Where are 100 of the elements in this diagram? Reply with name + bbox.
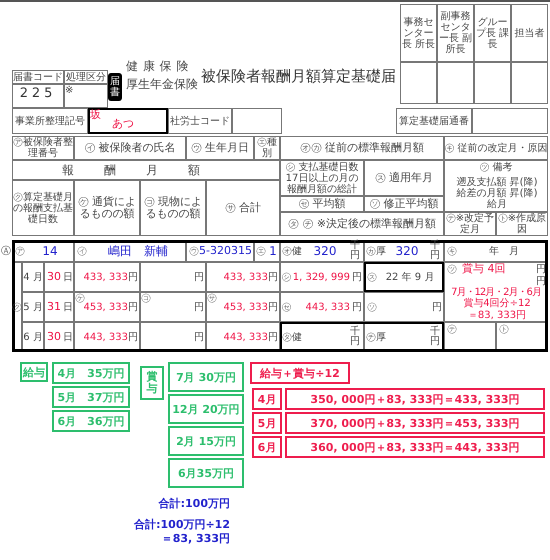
annotation-box: 6月35万円 (168, 458, 244, 488)
form-label: ㋝ 平均額 (298, 198, 346, 210)
unit-label: 千円 (430, 241, 440, 261)
form-label: ㋑ 被保険者の氏名 (84, 142, 176, 154)
form-label: 年 月 (489, 246, 519, 256)
annotation-box: 12月 20万円 (168, 394, 244, 424)
item-marker: ㋑ (77, 246, 87, 256)
annotation-box: 6月 (252, 436, 282, 458)
annotation-box: 賞与 (140, 366, 164, 400)
form-label: ㋙ 現物によるものの額 (142, 196, 204, 220)
form-label: 円 (194, 272, 204, 282)
form-label: 日 (63, 272, 73, 282)
form-label: ㋚ 合計 (224, 202, 262, 214)
form-label: 遡及支払額 昇(降)給差の月額 昇(降)給月 (456, 176, 538, 210)
form-label: 円 (352, 302, 362, 312)
form-label: 4 月 (23, 272, 43, 282)
entry-value: 443, 333 (83, 332, 128, 342)
form-label: ㋓種別 (256, 137, 278, 159)
item-marker: ㋛ (282, 272, 292, 282)
entry-value: 5-320315 (199, 244, 252, 258)
item-marker: ㋣ (499, 324, 509, 334)
form-label: グループ長 課長 (474, 16, 510, 50)
form-label: 円 (268, 272, 278, 282)
entry-value: 453, 333 (223, 302, 268, 312)
form-label: ㋛ 支払基礎日数17日以上の月の報酬月額の総計 (284, 162, 360, 194)
form-label: ㋔㋕ 従前の標準報酬月額 (300, 142, 424, 154)
annotation-box: 給与＋賞与÷12 (250, 362, 350, 384)
form-label: 円 (432, 302, 442, 312)
form-label: 日 (63, 332, 73, 342)
entry-value: 嶋田 新輔 (108, 244, 168, 258)
form-label: 円 (194, 332, 204, 342)
entry-value: 433, 333 (83, 272, 128, 282)
entry-value: 443, 333 (305, 302, 350, 312)
form-label: 円 (536, 264, 546, 274)
form-label: 円 (268, 302, 278, 312)
item-marker: ㋞ (367, 302, 377, 312)
annotation-box: 5月 37万円 (52, 386, 130, 408)
entry-value: 443, 333 (223, 332, 268, 342)
entry-value: 1, 329, 999 (292, 272, 350, 282)
form-label: 算定基礎届通番 (399, 116, 469, 126)
annotation-box: 6月 36万円 (52, 410, 130, 432)
entry-value: 30 (47, 331, 61, 343)
item-marker: Ⓐ (1, 246, 11, 256)
item-marker: ㋜ (367, 272, 377, 282)
form-label: 円 (268, 332, 278, 342)
form-label: 厚生年金保険 (126, 77, 198, 91)
entry-value: 320 (314, 244, 336, 258)
form-label: 円 (128, 272, 138, 282)
item-marker: ㋡ (447, 264, 457, 274)
form-label: 円 (352, 272, 362, 282)
form-label: ㋣※作成原因 (496, 213, 548, 235)
form-label: ㋕厚 (366, 246, 386, 256)
form-label: ※ (65, 85, 74, 96)
form-label: ㋖ 従前の改定月・原因 (444, 142, 548, 154)
note-text: 合計:100万円 (158, 497, 230, 511)
form-label: 事務センター長 所長 (400, 16, 436, 50)
annotation-box: 4月 (252, 388, 282, 410)
annotation-box: 360, 000円＋83, 333円＝443, 333円 (285, 436, 545, 458)
item-marker: ㋘ (75, 293, 85, 304)
form-label: 6 月 (23, 332, 43, 342)
form-label: 円 (128, 332, 138, 342)
form-label: 円 (194, 302, 204, 312)
entry-value: 30 (47, 271, 61, 283)
form-label: 円 (536, 276, 546, 286)
form-label: ㋢※改定予定月 (444, 213, 496, 235)
annotation-box: 7月 30万円 (168, 362, 244, 392)
entry-value: 賞与4回分÷12 ＝83, 333円 (462, 298, 532, 322)
form-label: ㋞ 修正平均額 (369, 198, 439, 210)
form-label: ㋒ 生年月日 (190, 142, 250, 154)
form-label: 22 年 9 月 (386, 272, 434, 282)
form-label: ㋗算定基礎月の報酬支払基礎日数 (12, 192, 74, 224)
form-label: ㋡ 備考 (479, 162, 513, 173)
unit-label: 千円 (350, 327, 360, 347)
item-marker: ㋒ (189, 246, 199, 256)
entry-value: 453, 333 (83, 302, 128, 312)
item-marker: ㋓ (256, 246, 266, 256)
form-label: ㋘ 通貨によるものの額 (76, 196, 138, 220)
item-marker: ㋐ (15, 246, 25, 256)
item-marker: ㋢ (447, 324, 457, 334)
form-label: 健康保険 (126, 59, 194, 73)
annotation-box: 4月 35万円 (52, 362, 130, 384)
form-label: 日 (63, 302, 73, 312)
unit-label: 千円 (350, 241, 360, 261)
item-marker: ㋖ (447, 246, 457, 256)
form-label: ㋐被保険者整理番号 (12, 137, 74, 159)
annotation-box: 給与 (20, 362, 48, 382)
form-label: 届書コード (13, 72, 63, 82)
form-label: 5 月 (23, 302, 43, 312)
entry-value: 賞与 4回 (462, 263, 506, 275)
annotation-box: 2月 15万円 (168, 426, 244, 456)
entry-value: 433, 333 (223, 272, 268, 282)
annotation-box: 5月 (252, 412, 282, 434)
entry-value: 320 (396, 244, 418, 258)
entry-value: 坂 (90, 109, 101, 121)
form-label: 社労士コード (170, 116, 230, 126)
entry-value: 14 (42, 244, 58, 258)
form-label: 報酬月額 (62, 163, 230, 177)
form-label: 円 (128, 302, 138, 312)
form-label: 副事務センター長 副所長 (438, 11, 474, 55)
annotation-box: 350, 000円＋83, 333円＝433, 333円 (285, 388, 545, 410)
